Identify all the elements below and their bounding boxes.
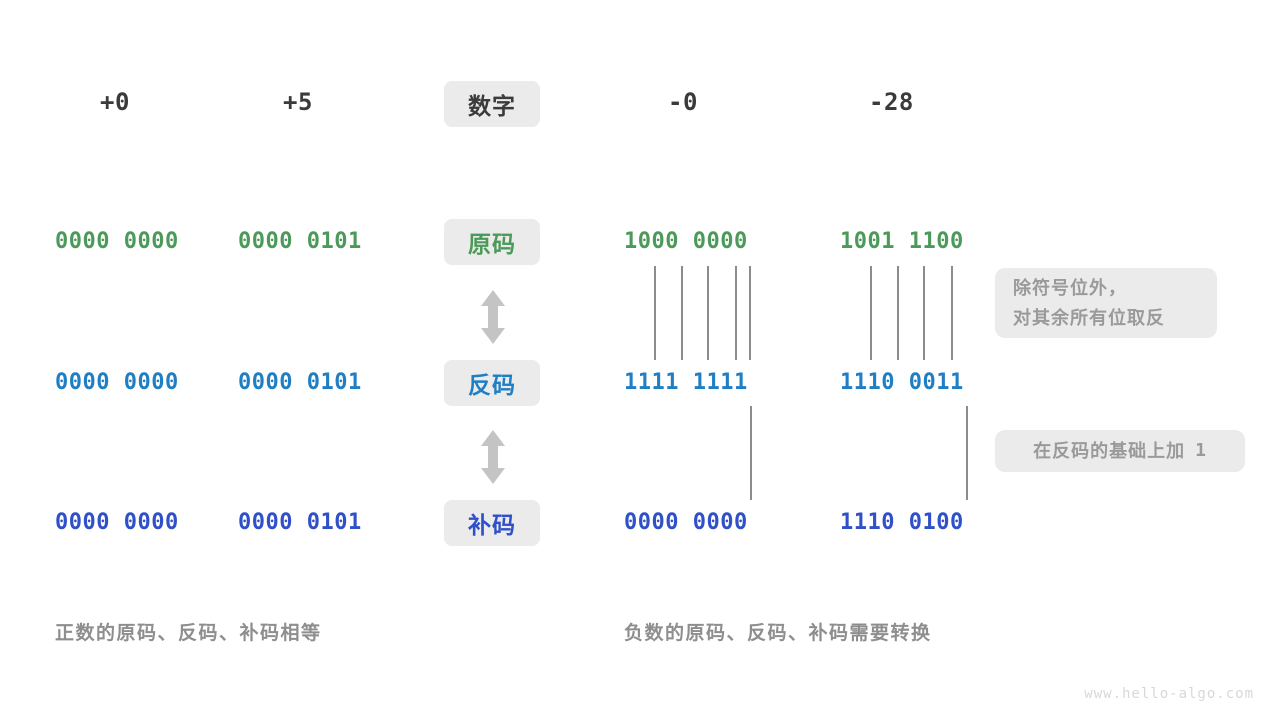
row-chip-true-form: 原码 [444, 219, 540, 265]
connector-line [681, 266, 683, 360]
site-watermark: www.hello-algo.com [1084, 686, 1254, 702]
connector-line [735, 266, 737, 360]
connector-line [951, 266, 953, 360]
row-chip-twos-complement: 补码 [444, 500, 540, 546]
header-number-plus-five: +5 [283, 88, 313, 116]
ones-complement-plus-zero: 0000 0000 [55, 370, 179, 395]
true-form-minus-zero: 1000 0000 [624, 229, 748, 254]
twos-complement-plus-zero: 0000 0000 [55, 510, 179, 535]
arrow-ones-to-twos [478, 430, 508, 489]
ones-complement-plus-five: 0000 0101 [238, 370, 362, 395]
header-chip-number: 数字 [444, 81, 540, 127]
true-form-plus-five: 0000 0101 [238, 229, 362, 254]
header-chip-number-label: 数字 [468, 93, 516, 119]
callout-add-one-value: 1 [1195, 440, 1207, 461]
twos-complement-minus-twentyeight: 1110 0100 [840, 510, 964, 535]
callout-add-one: 在反码的基础上加 1 [995, 430, 1245, 472]
header-number-minus-zero: -0 [668, 88, 698, 116]
connector-line-carry [750, 406, 752, 500]
row-chip-ones-complement: 反码 [444, 360, 540, 406]
ones-complement-minus-zero: 1111 1111 [624, 370, 748, 395]
caption-positive-numbers: 正数的原码、反码、补码相等 [55, 623, 322, 644]
row-chip-true-form-label: 原码 [468, 231, 516, 257]
arrow-true-to-ones [478, 290, 508, 349]
true-form-plus-zero: 0000 0000 [55, 229, 179, 254]
twos-complement-plus-five: 0000 0101 [238, 510, 362, 535]
row-chip-ones-complement-label: 反码 [468, 372, 516, 398]
callout-invert-line-2: 对其余所有位取反 [1013, 308, 1165, 328]
header-number-plus-zero: +0 [100, 88, 130, 116]
connector-line [707, 266, 709, 360]
callout-add-one-text: 在反码的基础上加 [1033, 441, 1186, 461]
connector-line [654, 266, 656, 360]
connector-line [749, 266, 751, 360]
caption-negative-numbers: 负数的原码、反码、补码需要转换 [624, 623, 932, 644]
connector-line [897, 266, 899, 360]
callout-invert-bits: 除符号位外， 对其余所有位取反 [995, 268, 1217, 338]
true-form-minus-twentyeight: 1001 1100 [840, 229, 964, 254]
connector-line [870, 266, 872, 360]
twos-complement-minus-zero: 0000 0000 [624, 510, 748, 535]
header-number-minus-twentyeight: -28 [869, 88, 914, 116]
row-chip-twos-complement-label: 补码 [468, 512, 516, 538]
connector-line [923, 266, 925, 360]
connector-line-carry [966, 406, 968, 500]
callout-invert-line-1: 除符号位外， [1013, 278, 1127, 298]
ones-complement-minus-twentyeight: 1110 0011 [840, 370, 964, 395]
